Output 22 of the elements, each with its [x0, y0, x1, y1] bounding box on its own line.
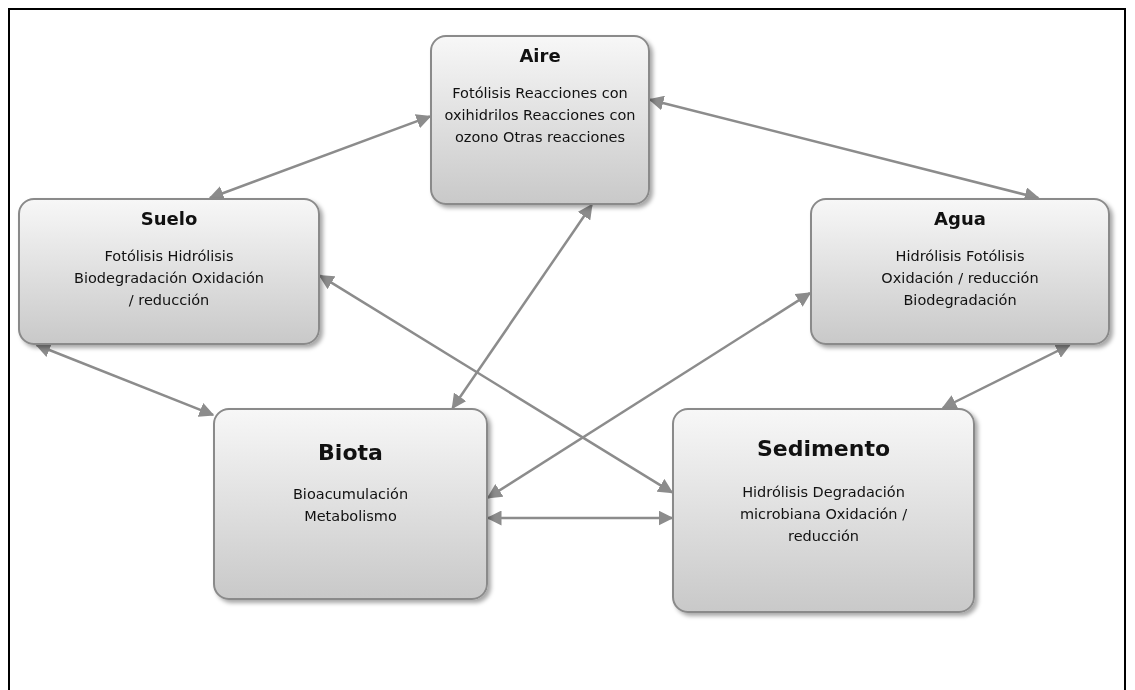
box-title: Sedimento — [756, 436, 891, 461]
compartment-box — [430, 35, 650, 205]
compartment-box — [18, 198, 320, 345]
process-list: Fotólisis Hidrólisis Biodegradación Oxidación / reducción — [74, 245, 264, 311]
double-arrow — [35, 343, 215, 417]
double-arrow — [941, 343, 1071, 410]
double-arrow — [486, 510, 674, 526]
compartment-box — [213, 408, 488, 600]
double-arrow — [486, 292, 812, 499]
process-list: Fotólisis Reacciones con oxihidrilos Reacciones con ozono Otras reacciones — [440, 82, 640, 148]
double-arrow — [318, 274, 674, 494]
compartment-box — [810, 198, 1110, 345]
box-title: Agua — [934, 208, 986, 229]
process-list: Hidrólisis Fotólisis Oxidación / reducción Biodegradación — [865, 245, 1055, 311]
double-arrow — [451, 203, 593, 410]
process-list: Hidrólisis Degradación microbiana Oxidación / reducción — [718, 481, 929, 547]
box-title: Suelo — [140, 208, 198, 229]
double-arrow — [208, 114, 432, 201]
box-title: Aire — [519, 45, 561, 66]
process-list: Bioacumulación Metabolismo — [275, 483, 426, 527]
compartment-box — [672, 408, 975, 613]
box-title: Biota — [318, 440, 383, 465]
